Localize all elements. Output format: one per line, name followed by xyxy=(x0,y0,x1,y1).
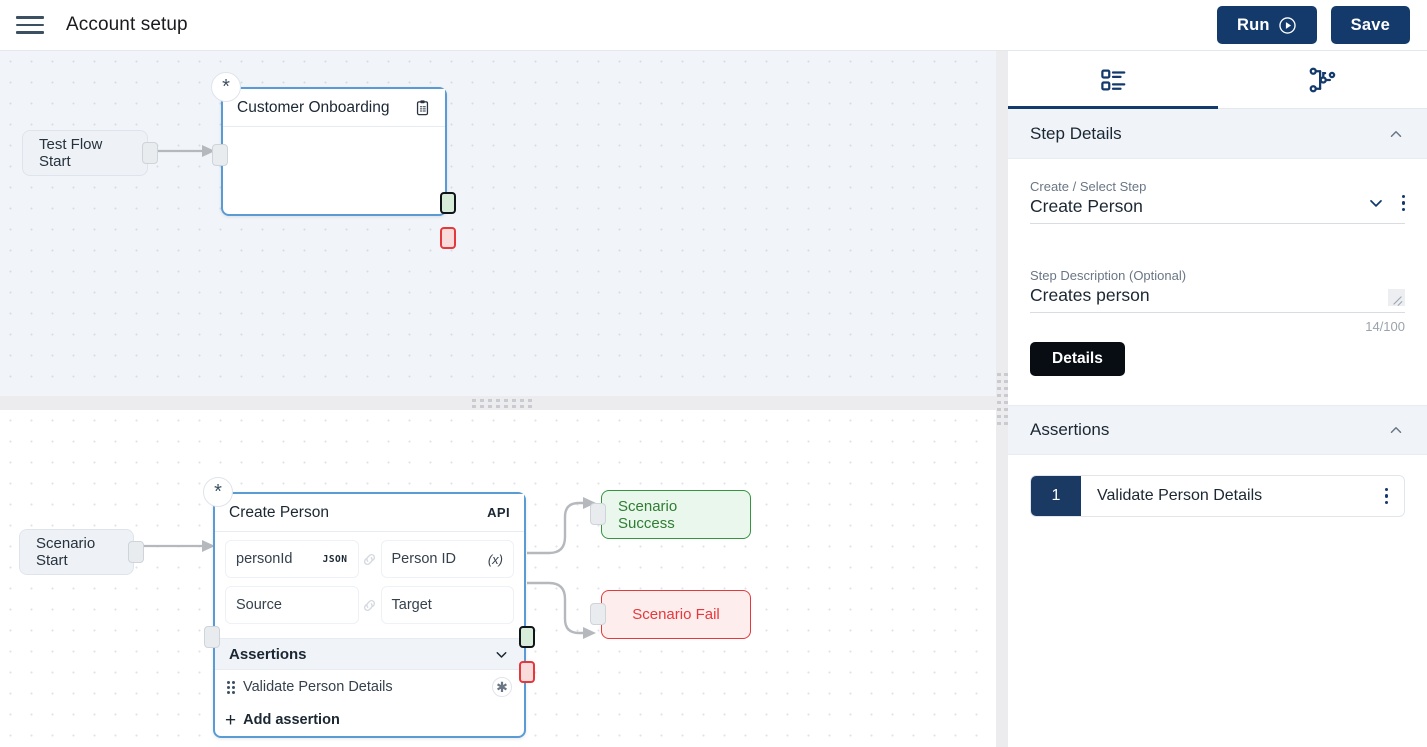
mapping-rows: personId JSON Person ID xyxy=(215,532,524,638)
node-customer-onboarding-title: Customer Onboarding xyxy=(237,98,390,116)
top-bar: Account setup Run Save xyxy=(0,0,1427,51)
handle-input[interactable] xyxy=(590,503,606,525)
clipboard-icon xyxy=(416,100,429,116)
handle-fail-output[interactable] xyxy=(519,661,535,683)
tab-flow-graph[interactable] xyxy=(1218,51,1427,108)
node-customer-onboarding[interactable]: * Customer Onboarding xyxy=(211,72,456,249)
play-circle-icon xyxy=(1278,16,1296,34)
add-assertion-button[interactable]: + Add assertion xyxy=(215,704,524,736)
chevron-up-icon[interactable] xyxy=(1387,421,1405,439)
list-details-icon xyxy=(1101,69,1126,90)
create-select-step-field[interactable]: Create / Select Step Create Person xyxy=(1030,179,1405,224)
handle-output[interactable] xyxy=(128,541,144,563)
step-description-field[interactable]: Step Description (Optional) Creates pers… xyxy=(1030,268,1405,313)
vertical-splitter-handle[interactable] xyxy=(996,51,1008,747)
canvas-area: Test Flow Start * Customer Onboarding xyxy=(0,51,1003,747)
asterisk-icon[interactable]: ✱ xyxy=(492,677,512,697)
drag-grip-icon[interactable] xyxy=(227,680,235,694)
step-card-assertions-header[interactable]: Assertions xyxy=(215,638,524,670)
asterisk-badge-icon: * xyxy=(211,72,241,102)
save-button[interactable]: Save xyxy=(1330,6,1410,44)
create-select-step-label: Create / Select Step xyxy=(1030,179,1147,194)
mapping-source-field[interactable]: personId JSON xyxy=(225,540,359,578)
kebab-menu-icon[interactable] xyxy=(1384,487,1388,505)
assertions-section-header[interactable]: Assertions xyxy=(1008,405,1427,455)
node-test-flow-start[interactable]: Test Flow Start xyxy=(22,130,158,176)
horizontal-splitter-handle[interactable] xyxy=(0,396,1003,410)
step-card-assertions-label: Assertions xyxy=(229,645,307,663)
mapping-source-value: Source xyxy=(236,597,282,613)
node-scenario-success-label: Scenario Success xyxy=(601,490,751,539)
details-button[interactable]: Details xyxy=(1030,342,1125,376)
link-icon xyxy=(359,551,381,568)
assertions-list: 1 Validate Person Details xyxy=(1008,455,1427,537)
node-scenario-start-label: Scenario Start xyxy=(19,529,134,575)
mapping-row[interactable]: Source Target xyxy=(225,586,514,624)
resize-handle-icon[interactable] xyxy=(1388,289,1405,306)
mapping-target-field[interactable]: Person ID (x) xyxy=(380,540,514,578)
node-scenario-fail[interactable]: Scenario Fail xyxy=(590,590,751,639)
run-button-label: Run xyxy=(1236,15,1270,34)
mapping-target-field[interactable]: Target xyxy=(380,586,514,624)
chevron-down-icon[interactable] xyxy=(1366,193,1386,213)
panel-tabs xyxy=(1008,51,1427,109)
test-flow-canvas[interactable]: Test Flow Start * Customer Onboarding xyxy=(0,51,1003,396)
node-scenario-success[interactable]: Scenario Success xyxy=(590,490,751,539)
handle-output[interactable] xyxy=(142,142,158,164)
mapping-source-field[interactable]: Source xyxy=(225,586,359,624)
handle-fail-output[interactable] xyxy=(440,227,456,249)
assertion-label: Validate Person Details xyxy=(1097,487,1263,504)
right-panel: Step Details Create / Select Step Create… xyxy=(1008,51,1427,747)
scenario-canvas[interactable]: Scenario Start Scenario Success Scenario… xyxy=(0,410,1003,747)
step-description-value: Creates person xyxy=(1030,285,1150,305)
json-tag: JSON xyxy=(322,553,348,565)
node-scenario-start[interactable]: Scenario Start xyxy=(19,529,144,575)
step-card-title: Create Person xyxy=(229,503,329,521)
top-bar-actions: Run Save xyxy=(1216,6,1410,44)
mapping-target-value: Person ID xyxy=(391,551,456,567)
handle-success-output[interactable] xyxy=(440,192,456,214)
create-select-step-value: Create Person xyxy=(1030,196,1143,216)
node-test-flow-start-label: Test Flow Start xyxy=(22,130,148,176)
step-card-assertion-item[interactable]: Validate Person Details ✱ xyxy=(215,670,524,704)
handle-input[interactable] xyxy=(212,144,228,166)
hierarchy-flow-icon xyxy=(1309,67,1336,92)
node-customer-onboarding-header: Customer Onboarding xyxy=(223,89,445,127)
step-type-badge: API xyxy=(487,505,510,520)
add-assertion-label: Add assertion xyxy=(243,712,340,728)
variable-tag: (x) xyxy=(487,551,503,567)
chevron-down-icon[interactable] xyxy=(493,646,510,663)
tab-step-details[interactable] xyxy=(1008,51,1218,109)
handle-input[interactable] xyxy=(204,626,220,648)
link-icon xyxy=(359,597,381,614)
plus-icon: + xyxy=(225,709,237,731)
step-details-title: Step Details xyxy=(1030,123,1122,143)
drag-grip-icon xyxy=(471,398,532,408)
kebab-menu-icon[interactable] xyxy=(1401,194,1405,212)
step-details-section-header[interactable]: Step Details xyxy=(1008,109,1427,159)
node-scenario-fail-label: Scenario Fail xyxy=(601,590,751,639)
assertions-title: Assertions xyxy=(1030,420,1110,439)
mapping-source-value: personId xyxy=(236,551,293,567)
mapping-target-value: Target xyxy=(391,597,432,613)
page-title: Account setup xyxy=(66,14,188,35)
step-card-header: Create Person API xyxy=(215,494,524,532)
mapping-row[interactable]: personId JSON Person ID xyxy=(225,540,514,578)
handle-input[interactable] xyxy=(590,603,606,625)
run-button[interactable]: Run xyxy=(1216,6,1317,44)
hamburger-icon[interactable] xyxy=(16,11,44,39)
step-description-char-count: 14/100 xyxy=(1365,319,1405,334)
step-details-fields: Create / Select Step Create Person Step … xyxy=(1008,159,1427,376)
create-select-step-actions xyxy=(1366,193,1405,213)
step-card-assertion-label: Validate Person Details xyxy=(243,679,393,695)
chevron-up-icon[interactable] xyxy=(1387,125,1405,143)
step-description-label: Step Description (Optional) xyxy=(1030,268,1187,283)
assertion-list-item[interactable]: 1 Validate Person Details xyxy=(1030,475,1405,517)
assertion-number: 1 xyxy=(1031,476,1081,516)
handle-success-output[interactable] xyxy=(519,626,535,648)
drag-grip-icon xyxy=(996,373,1008,425)
asterisk-badge-icon: * xyxy=(203,477,233,507)
node-create-person[interactable]: * Create Person API personId JSON xyxy=(203,477,535,738)
